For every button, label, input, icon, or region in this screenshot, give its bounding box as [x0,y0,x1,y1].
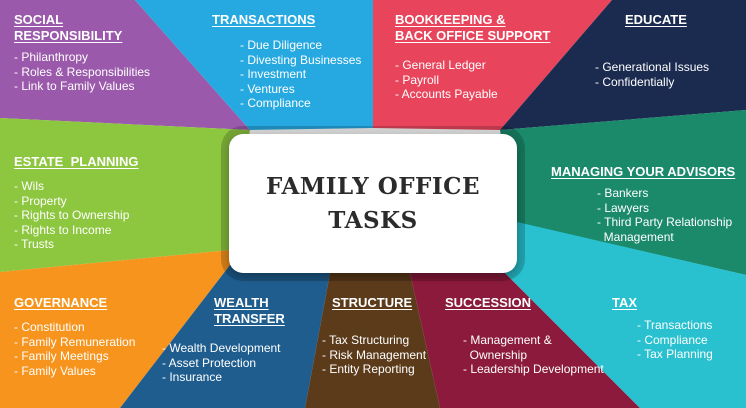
segment-transactions: TRANSACTIONS - Due Diligence - Divesting… [212,12,361,111]
segment-items: - Due Diligence - Divesting Businesses -… [240,38,361,111]
wedge-tax [500,222,746,408]
list-item: - Constitution [14,320,85,334]
list-item: - Asset Protection [162,355,257,370]
segment-items: - General Ledger - Payroll - Accounts Pa… [395,58,550,102]
center-title-line2: TASKS [328,206,418,234]
segment-items: - Transactions - Compliance - Tax Planni… [637,318,713,362]
list-item: - Entity Reporting [322,362,415,376]
wedge-transactions [135,0,373,130]
segment-title: MANAGING YOUR ADVISORS [551,164,736,179]
list-item: - Generational Issues [595,60,710,74]
wedge-bookkeeping [373,0,612,130]
list-item: - Family Values [14,363,96,378]
list-item: - Tax Planning [637,347,713,361]
wedge-structure [305,273,440,408]
list-item: - Lawyers [597,200,650,215]
segment-items: - Philanthropy - Roles & Responsibilitie… [14,50,150,94]
segment-items: - Bankers - Lawyers - Third Party Relati… [597,186,735,244]
list-item: - Property [14,193,67,208]
segment-title: TRANSACTIONS [212,12,316,27]
segment-governance: GOVERNANCE - Constitution - Family Remun… [14,295,135,378]
list-item: - Payroll [395,72,440,87]
segment-managing-advisors: MANAGING YOUR ADVISORS - Bankers - Lawye… [551,164,735,244]
list-item: - Roles & Responsibilities [14,64,151,79]
segment-title: TAX [612,295,638,310]
list-item: - Tax Structuring [322,333,410,347]
segment-title: WEALTH TRANSFER [214,295,285,326]
segment-items: - Tax Structuring - Risk Management - En… [322,333,426,377]
list-item: Management [597,229,674,244]
center-title-box: FAMILY OFFICE TASKS [229,134,517,273]
list-item: - Leadership Development [463,362,604,376]
list-item: - Due Diligence [240,38,323,52]
wedge-succession [410,268,640,408]
wedge-advisors [500,110,746,275]
list-item: - Family Meetings [14,349,109,363]
segment-title: SUCCESSION [445,295,531,310]
list-item: - Link to Family Values [14,79,135,93]
list-item: - Investment [240,67,307,81]
list-item: - Wils [14,179,44,193]
list-item: - Philanthropy [14,50,89,64]
list-item: - Divesting Businesses [240,52,362,67]
segment-items: - Wealth Development - Asset Protection … [162,341,285,385]
list-item: - Accounts Payable [395,87,498,101]
list-item: - General Ledger [395,58,486,72]
list-item: - Compliance [240,96,311,110]
list-item: - Insurance [162,370,223,384]
segment-title: EDUCATE [625,12,687,27]
segment-items: - Generational Issues - Confidentially [595,60,709,89]
wedge-governance [0,250,230,408]
list-item: - Confidentially [595,74,675,89]
center-title: FAMILY OFFICE TASKS [266,170,480,238]
segment-title: ESTATE PLANNING [14,154,139,169]
list-item: - Management & [463,333,552,347]
segment-title: STRUCTURE [332,295,413,310]
wedge-educate [500,0,746,130]
list-item: - Ventures [240,81,295,96]
list-item: - Compliance [637,332,708,347]
segment-items: - Wils - Property - Rights to Ownership … [14,179,138,252]
segment-title: BOOKKEEPING & BACK OFFICE SUPPORT [395,12,551,43]
list-item: - Wealth Development [162,341,281,355]
list-item: - Rights to Income [14,222,112,237]
segment-structure: STRUCTURE - Tax Structuring - Risk Manag… [322,295,426,377]
list-item: - Bankers [597,186,649,200]
segment-items: - Constitution - Family Remuneration - F… [14,320,135,378]
segment-items: - Management & Ownership - Leadership De… [463,333,604,377]
wedge-social [0,0,250,130]
wedge-wealth [120,265,330,408]
list-item: Ownership [463,347,528,362]
list-item: - Trusts [14,237,55,251]
list-item: - Rights to Ownership [14,208,130,222]
segment-social-responsibility: SOCIAL RESPONSIBILITY - Philanthropy - R… [14,12,150,94]
segment-succession: SUCCESSION - Management & Ownership - Le… [445,295,604,377]
segment-educate: EDUCATE - Generational Issues - Confiden… [595,12,709,89]
list-item: - Risk Management [322,347,427,362]
segment-title: GOVERNANCE [14,295,108,310]
center-title-line1: FAMILY OFFICE [266,172,480,200]
list-item: - Family Remuneration [14,334,136,349]
list-item: - Transactions [637,318,713,332]
segment-wealth-transfer: WEALTH TRANSFER - Wealth Development - A… [162,295,285,385]
segment-bookkeeping: BOOKKEEPING & BACK OFFICE SUPPORT - Gene… [395,12,550,102]
segment-estate-planning: ESTATE PLANNING - Wils - Property - Righ… [14,154,138,252]
segment-tax: TAX - Transactions - Compliance - Tax Pl… [612,295,713,362]
wedge-estate [0,118,250,272]
segment-title: SOCIAL RESPONSIBILITY [14,12,123,43]
list-item: - Third Party Relationship [597,215,733,229]
